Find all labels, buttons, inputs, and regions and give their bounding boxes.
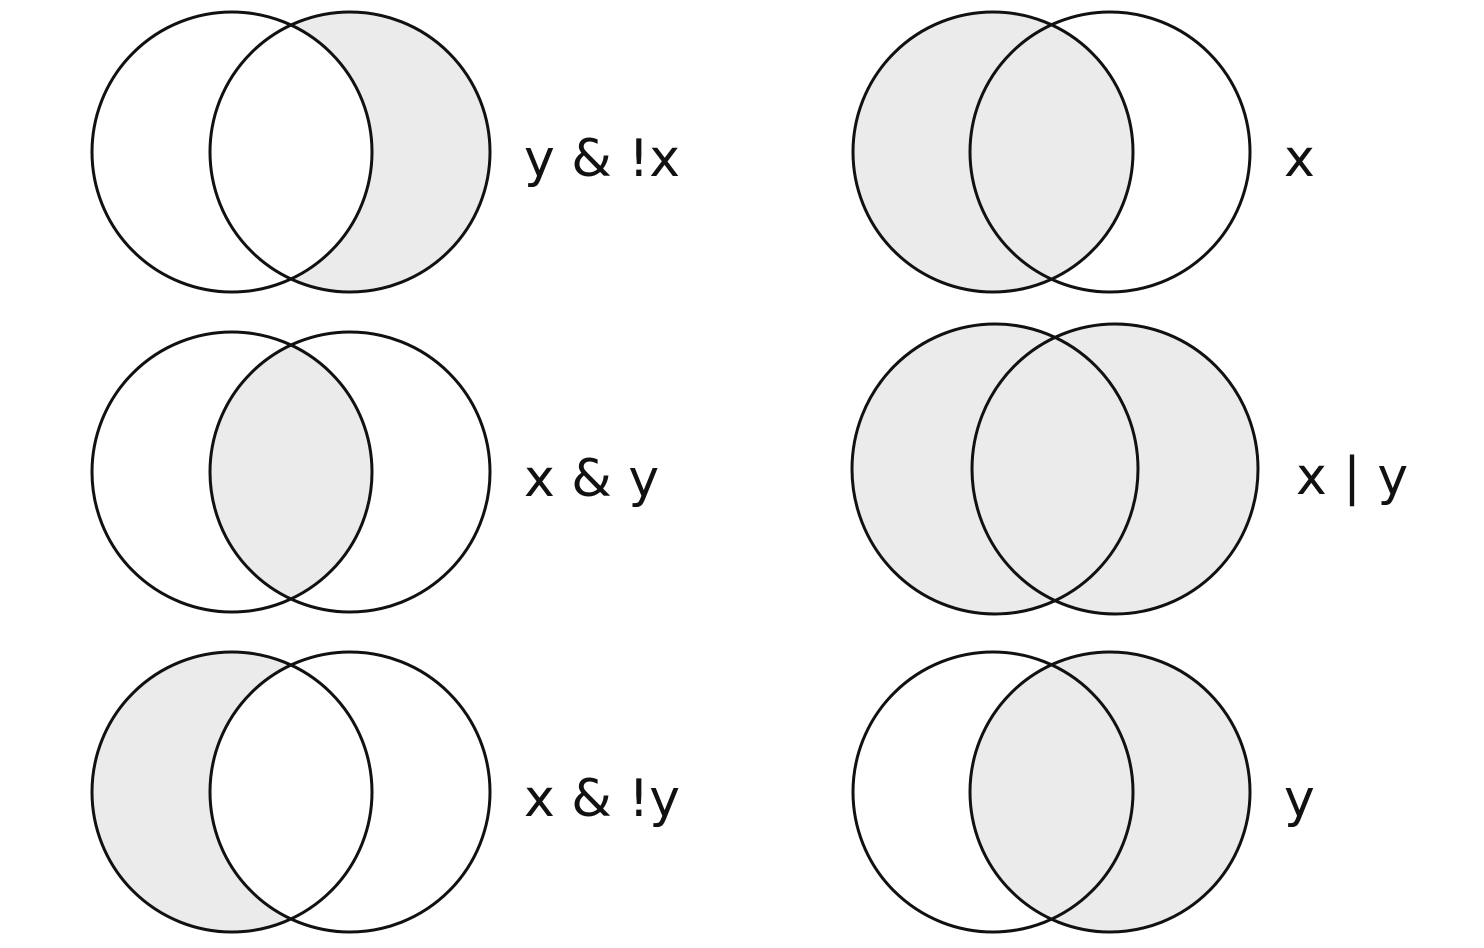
venn-label: x & y [524,449,659,509]
left-circle-x [90,330,374,614]
region-intersection [970,12,1133,292]
left-circle-x [851,650,1135,934]
left-circle-x [90,10,374,294]
venn-label: x [1284,129,1315,189]
venn-x-and-not-y: x & !y [90,650,680,934]
region-intersection [972,324,1138,614]
right-circle-y [968,650,1252,934]
venn-label: x | y [1296,447,1408,507]
venn-y-and-not-x: y & !x [90,10,680,294]
venn-x-or-y: x | y [850,322,1408,616]
right-circle-y [208,10,492,294]
venn-x-and-y: x & y [90,330,659,614]
venn-y: y [851,650,1315,934]
region-intersection [210,12,372,292]
venn-x: x [851,10,1315,294]
venn-label: y [1284,769,1315,829]
right-circle-y [208,330,492,614]
left-circle-x [850,322,1140,616]
right-circle-y [208,650,492,934]
venn-label: x & !y [524,769,680,829]
region-intersection [210,332,372,612]
venn-label: y & !x [524,129,680,189]
region-intersection [970,652,1133,932]
left-circle-x [90,650,374,934]
right-circle-y [970,322,1260,616]
right-circle-y [968,10,1252,294]
region-intersection [210,652,372,932]
left-circle-x [851,10,1135,294]
